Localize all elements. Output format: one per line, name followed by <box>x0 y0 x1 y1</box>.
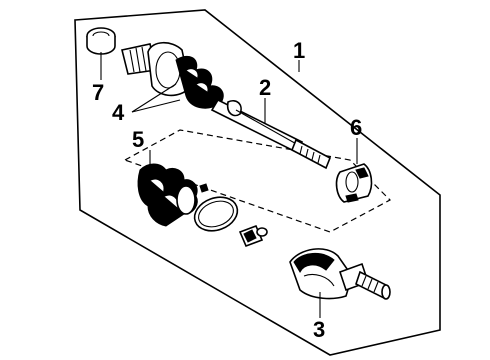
outer-cv-joint <box>121 41 224 109</box>
callout-6: 6 <box>350 115 362 140</box>
leader-line-4a <box>131 99 181 113</box>
callout-4: 4 <box>112 100 125 125</box>
callout-3: 3 <box>313 317 325 342</box>
callout-7: 7 <box>92 80 104 105</box>
axle-shaft <box>210 98 332 170</box>
dynamic-damper <box>335 163 373 203</box>
assembly-frame <box>74 9 441 356</box>
boot-clamp-band <box>193 183 239 232</box>
leader-line-4b <box>131 83 177 113</box>
callout-5: 5 <box>132 127 144 152</box>
dust-seal-ring <box>86 27 116 55</box>
inboard-joint <box>289 248 391 300</box>
inboard-boot <box>137 163 198 227</box>
callout-2: 2 <box>259 75 271 100</box>
callout-1: 1 <box>293 38 305 63</box>
small-clamp <box>238 224 268 248</box>
